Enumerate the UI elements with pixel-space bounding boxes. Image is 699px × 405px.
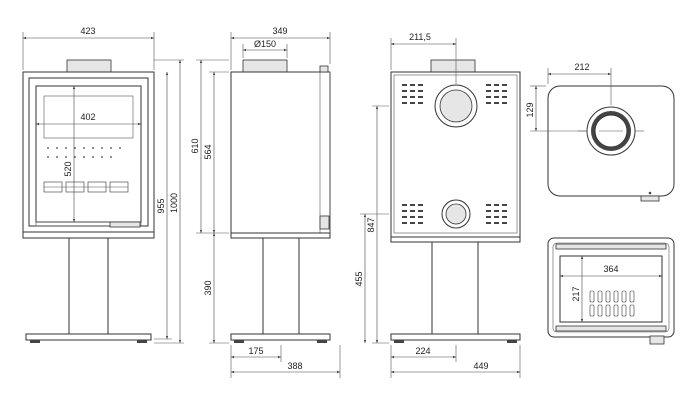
dim-window-height: 520 <box>63 161 73 176</box>
dim-top-129: 129 <box>525 102 535 117</box>
dim-rear-offset: 211,5 <box>409 32 431 42</box>
side-column <box>262 237 300 335</box>
dim-side-depth: 349 <box>272 26 287 36</box>
dim-top-212: 212 <box>574 62 589 72</box>
rear-vent-slots <box>402 84 507 224</box>
dim-total-height: 1000 <box>169 193 179 213</box>
rear-column <box>431 241 479 335</box>
rear-view: 211,5 847 455 224 449 <box>354 32 521 378</box>
side-flue-collar <box>242 59 288 73</box>
front-firebox-top <box>43 95 134 139</box>
dim-rear-449: 449 <box>473 361 488 371</box>
dim-side-175: 175 <box>248 346 263 356</box>
front-body <box>22 71 155 233</box>
front-foot-plate <box>25 333 152 341</box>
plan-outline <box>547 237 675 338</box>
dim-window-width: 402 <box>80 112 95 122</box>
dim-rear-847: 847 <box>366 217 376 232</box>
dim-plan-217: 217 <box>571 286 581 301</box>
front-flue-collar <box>66 59 112 73</box>
front-handle <box>109 221 141 228</box>
dim-rear-224: 224 <box>415 346 430 356</box>
top-view: 212 129 <box>525 62 675 202</box>
plan-section-view: 364 217 <box>547 237 675 345</box>
dim-rear-455: 455 <box>354 271 364 286</box>
plan-grate-slots <box>589 290 635 317</box>
side-view: 349 Ø150 610 564 390 175 388 <box>190 26 341 378</box>
rear-flue-collar <box>430 59 476 73</box>
dim-side-564: 564 <box>203 144 213 159</box>
rear-plinth <box>390 236 521 243</box>
side-plinth <box>230 232 331 239</box>
dim-side-610: 610 <box>190 138 200 153</box>
dim-side-388: 388 <box>287 361 302 371</box>
side-foot-plate <box>230 333 331 341</box>
front-ash-lip <box>35 221 142 227</box>
dim-side-390: 390 <box>203 280 213 295</box>
dim-flue-diameter: Ø150 <box>254 39 276 49</box>
side-body <box>230 71 331 234</box>
dim-body-height: 955 <box>156 198 166 213</box>
dim-front-width: 423 <box>80 26 95 36</box>
rear-foot-plate <box>390 333 521 341</box>
front-plinth <box>22 231 155 239</box>
plan-firebox <box>559 255 663 323</box>
dim-plan-364: 364 <box>603 264 618 274</box>
front-column <box>68 237 109 335</box>
front-view: 423 402 520 955 1000 <box>22 26 184 344</box>
